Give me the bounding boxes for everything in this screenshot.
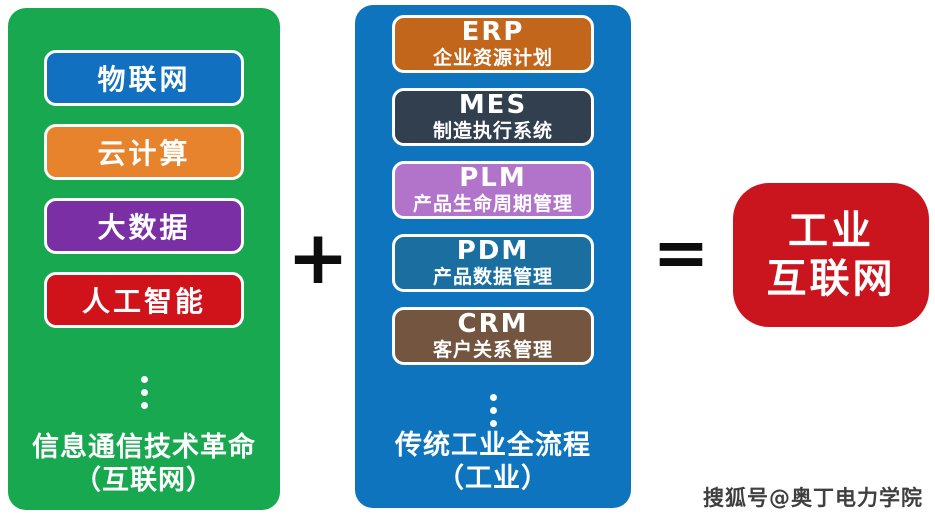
chip-ai-label: 人工智能 bbox=[81, 285, 206, 318]
vertical-ellipsis-icon bbox=[489, 394, 497, 427]
chip-big-data-label: 大数据 bbox=[97, 211, 191, 244]
industry-chip-stack: ERP 企业资源计划 MES 制造执行系统 PLM 产品生命周期管理 PDM 产… bbox=[355, 5, 631, 427]
chip-ai: 人工智能 bbox=[44, 272, 244, 328]
ict-chip-stack: 物联网 云计算 大数据 人工智能 bbox=[8, 8, 280, 409]
chip-iot-label: 物联网 bbox=[97, 63, 191, 96]
industry-caption-line2: （工业） bbox=[437, 463, 549, 495]
ict-panel: 物联网 云计算 大数据 人工智能 信息通信技术革命 （互联网） bbox=[8, 8, 280, 510]
chip-mes-label: 制造执行系统 bbox=[432, 119, 553, 142]
chip-erp-acronym: ERP bbox=[461, 17, 525, 48]
ict-caption: 信息通信技术革命 （互联网） bbox=[8, 431, 280, 499]
result-line2: 互联网 bbox=[766, 256, 896, 302]
result-box: 工业 互联网 bbox=[733, 183, 929, 327]
ict-caption-line2: （互联网） bbox=[74, 465, 214, 497]
chip-iot: 物联网 bbox=[44, 50, 244, 106]
chip-erp: ERP 企业资源计划 bbox=[392, 15, 594, 73]
chip-erp-label: 企业资源计划 bbox=[432, 46, 553, 69]
watermark: 搜狐号@奥丁电力学院 bbox=[703, 486, 923, 510]
chip-plm-acronym: PLM bbox=[459, 163, 527, 194]
vertical-ellipsis-icon bbox=[140, 376, 148, 409]
chip-cloud-computing: 云计算 bbox=[44, 124, 244, 180]
industry-panel: ERP 企业资源计划 MES 制造执行系统 PLM 产品生命周期管理 PDM 产… bbox=[355, 5, 631, 508]
chip-crm-acronym: CRM bbox=[457, 309, 529, 340]
chip-crm-label: 客户关系管理 bbox=[432, 338, 553, 361]
chip-mes-acronym: MES bbox=[458, 90, 528, 121]
chip-plm-label: 产品生命周期管理 bbox=[412, 192, 573, 215]
chip-mes: MES 制造执行系统 bbox=[392, 88, 594, 146]
chip-pdm-acronym: PDM bbox=[456, 236, 530, 267]
chip-cloud-computing-label: 云计算 bbox=[97, 137, 191, 170]
plus-operator: + bbox=[287, 215, 350, 301]
equals-operator: = bbox=[652, 214, 710, 293]
chip-crm: CRM 客户关系管理 bbox=[392, 307, 594, 365]
chip-plm: PLM 产品生命周期管理 bbox=[392, 161, 594, 219]
chip-big-data: 大数据 bbox=[44, 198, 244, 254]
industry-caption: 传统工业全流程 （工业） bbox=[355, 429, 631, 497]
chip-pdm-label: 产品数据管理 bbox=[432, 265, 553, 288]
chip-pdm: PDM 产品数据管理 bbox=[392, 234, 594, 292]
industry-caption-line1: 传统工业全流程 bbox=[395, 429, 591, 461]
result-line1: 工业 bbox=[788, 208, 874, 254]
ict-caption-line1: 信息通信技术革命 bbox=[32, 431, 256, 463]
